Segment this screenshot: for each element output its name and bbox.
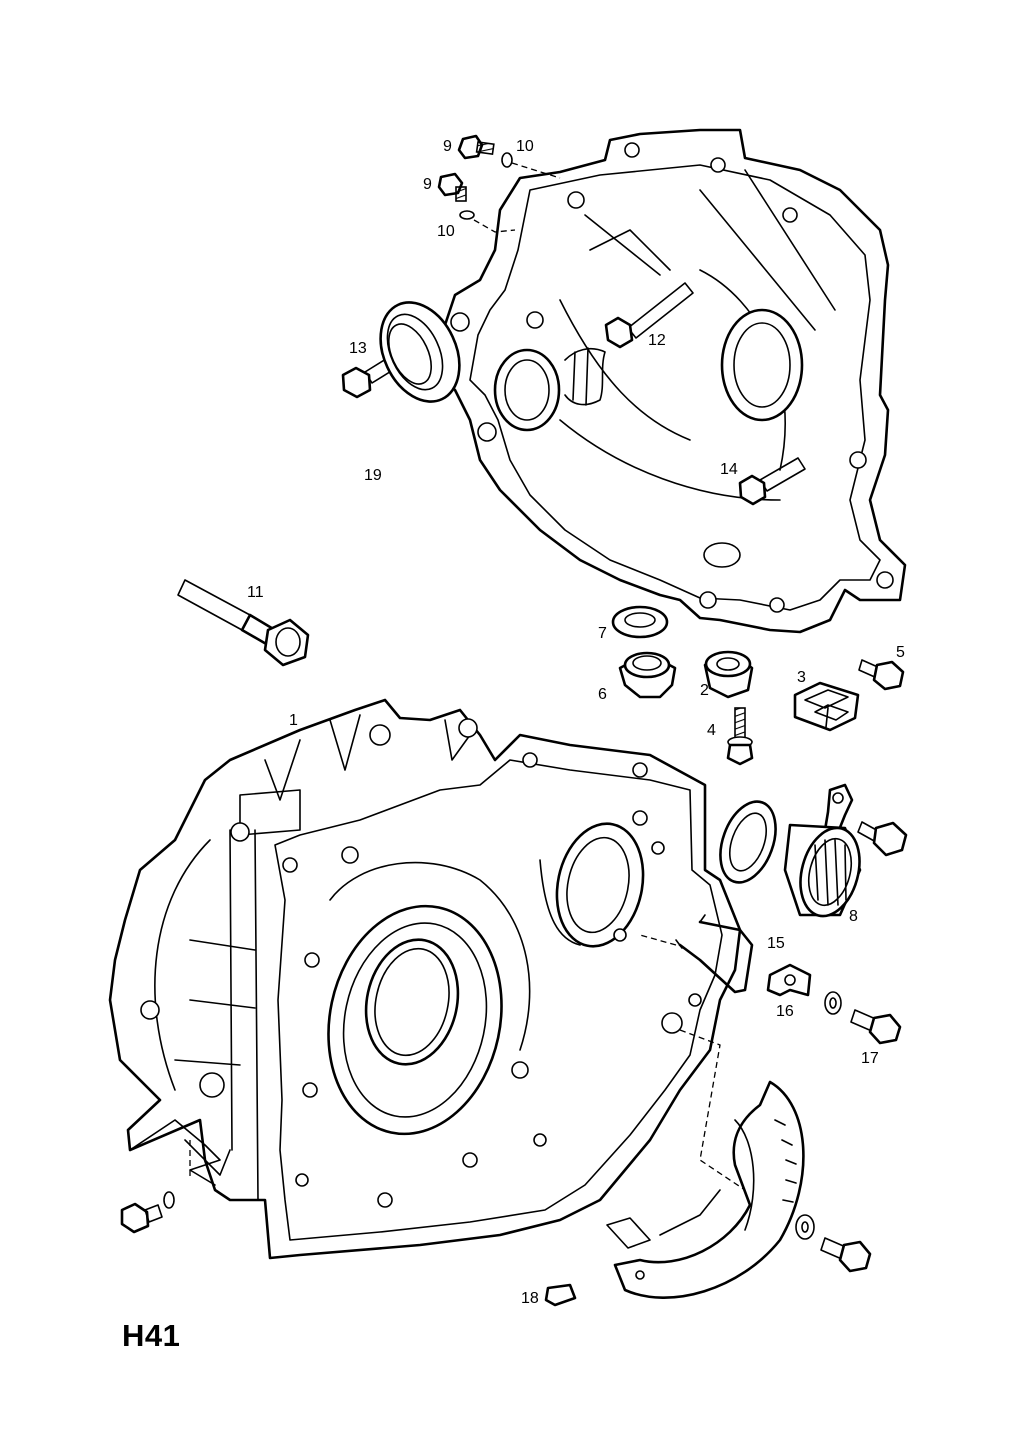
callout-2: 2 [700,682,709,699]
callout-11: 11 [247,584,264,601]
callout-3: 3 [797,669,806,686]
bolt-lower-left [120,1202,163,1234]
callout-4: 4 [707,722,716,739]
thrust-washer [719,800,777,884]
screw-9-upper [457,134,495,160]
bolt-12 [604,282,694,349]
o-ring-lower-left [163,1191,175,1209]
screw-9-lower [437,172,467,202]
block-3 [793,681,860,732]
callout-13: 13 [349,340,367,357]
washer-17 [824,991,842,1015]
callout-7: 7 [598,625,607,642]
bearing-8 [783,823,862,918]
o-ring-10-lower [459,210,475,220]
plug-6 [618,651,677,699]
splash-shield [606,1080,805,1299]
callout-12: 12 [648,332,666,349]
callout-10-lower: 10 [437,223,455,240]
callout-8: 8 [849,908,858,925]
callout-labels: 9 10 9 10 12 13 14 19 11 7 5 3 6 2 1 4 8… [247,138,905,1307]
bolt-4 [726,707,754,766]
callout-5: 5 [896,644,905,661]
washer-7 [611,605,669,639]
bolt-5 [858,659,905,691]
callout-17: 17 [861,1050,879,1067]
o-ring-10-upper [501,152,513,168]
bolt-14 [738,457,806,506]
callout-9-lower: 9 [423,176,432,193]
callout-18: 18 [521,1290,539,1307]
bush-2 [703,650,754,699]
callout-1: 1 [289,712,298,729]
bolt-lower-right [820,1237,872,1273]
clip-15 [675,914,754,994]
diagram-code: H41 [122,1318,181,1353]
bolt-17 [850,1009,902,1045]
bracket-16 [766,963,812,997]
bolt-11 [177,579,310,667]
callout-14: 14 [720,461,738,478]
callout-16: 16 [776,1003,794,1020]
callout-10-upper: 10 [516,138,534,155]
seal-19 [379,301,461,403]
upper-housing-cover [438,128,907,634]
washer-lower-right [795,1214,815,1240]
callout-19: 19 [364,467,382,484]
callout-9-upper: 9 [443,138,452,155]
callout-6: 6 [598,686,607,703]
block-18 [544,1283,577,1307]
callout-15: 15 [767,935,785,952]
main-housing-1 [108,698,742,1260]
